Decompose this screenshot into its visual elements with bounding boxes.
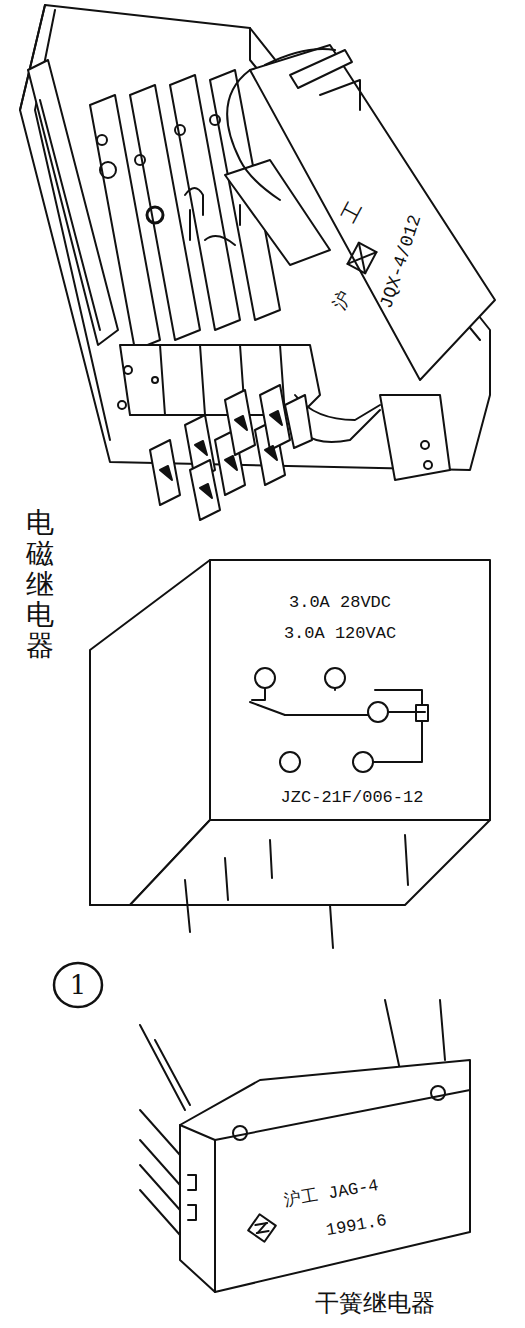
caption-label: 干簧继电器 — [313, 1290, 437, 1316]
model-number: JZC-21F/006-12 — [279, 789, 426, 808]
reed-relay-drawing — [140, 1000, 470, 1292]
relay-schematic — [250, 668, 428, 772]
title-vertical: 电磁继电器 — [24, 508, 56, 662]
callout-number: 1 — [68, 971, 89, 1000]
rating-text: 3.0A 120VAC — [282, 625, 398, 644]
rating-text: 3.0A 28VDC — [287, 594, 393, 613]
jzc-relay-drawing — [90, 560, 490, 948]
jqx-relay-drawing — [20, 5, 495, 520]
callout-circle — [54, 963, 102, 1007]
